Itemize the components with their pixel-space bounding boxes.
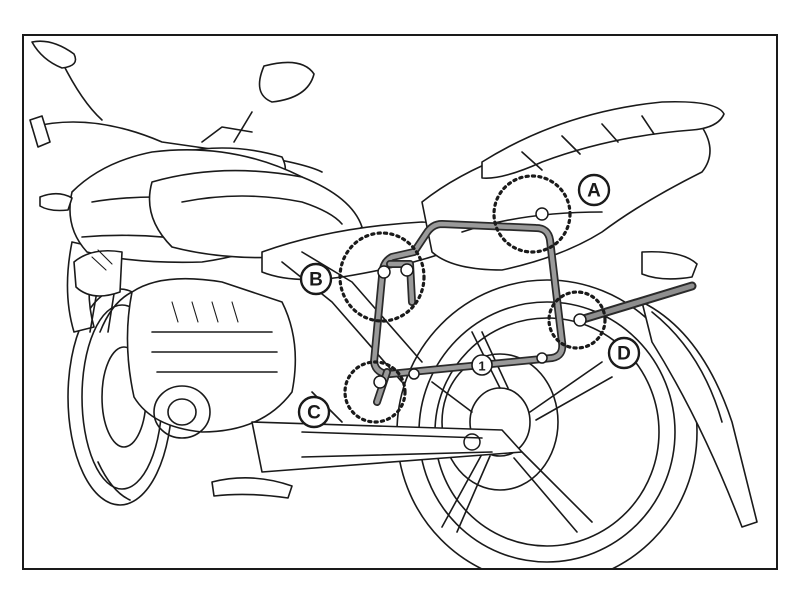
tail-section <box>421 100 725 280</box>
fixing-bolts <box>373 207 587 389</box>
callout-c-text: C <box>307 403 321 424</box>
swingarm <box>251 421 523 473</box>
footrest <box>211 477 293 499</box>
rear-connecting-bar <box>575 281 697 325</box>
part-number-text: 1 <box>478 359 485 374</box>
callout-d-text: D <box>617 344 631 365</box>
callout-c: C <box>297 395 331 429</box>
highlight-circle-b <box>338 231 426 323</box>
side-case-holder <box>370 220 567 406</box>
highlight-circle-d <box>547 290 607 350</box>
part-number-1: 1 <box>471 354 493 376</box>
highlight-circles <box>338 174 607 424</box>
illustration-frame: A B C D 1 <box>22 34 778 570</box>
callout-a-text: A <box>587 181 601 202</box>
callout-b: B <box>299 262 333 296</box>
rear-fender <box>641 301 758 528</box>
motorcycle-illustration: A B C D 1 <box>29 40 758 568</box>
engine <box>126 277 297 439</box>
callout-a: A <box>577 173 611 207</box>
highlight-circle-c <box>343 360 407 424</box>
callout-b-text: B <box>309 270 323 291</box>
highlight-circle-a <box>492 174 572 254</box>
callout-d: D <box>607 336 641 370</box>
